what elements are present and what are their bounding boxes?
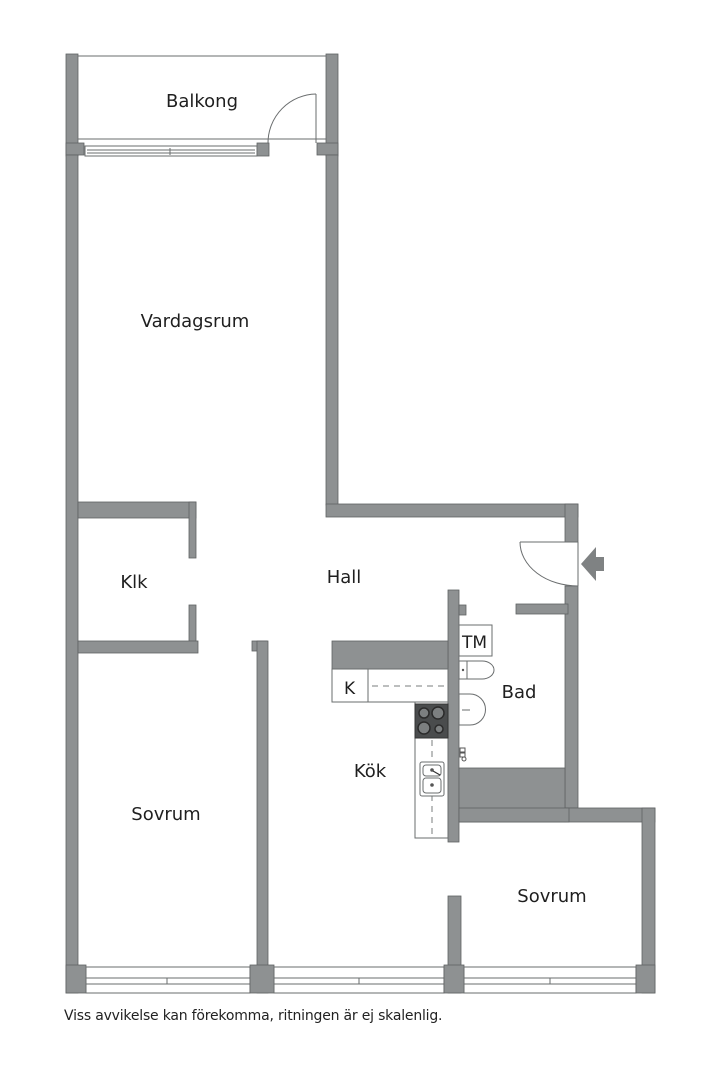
washbasin-icon xyxy=(458,693,486,726)
shower-icon xyxy=(459,747,467,762)
balcony-window xyxy=(84,145,258,157)
balcony-walls xyxy=(65,53,339,157)
room-label-klk: Klk xyxy=(120,572,148,593)
washing-machine-label: TM xyxy=(461,633,487,653)
room-label-sovrum-left: Sovrum xyxy=(131,804,200,825)
room-label-hall: Hall xyxy=(327,567,362,588)
room-label-sovrum-right: Sovrum xyxy=(517,886,586,907)
exterior-walls xyxy=(65,154,656,994)
disclaimer-text: Viss avvikelse kan förekomma, ritningen … xyxy=(64,1008,443,1024)
interior-walls xyxy=(77,501,570,994)
room-label-balkong: Balkong xyxy=(166,91,238,112)
sink-icon xyxy=(419,761,445,797)
room-label-vardagsrum: Vardagsrum xyxy=(141,311,250,332)
entry-door[interactable] xyxy=(519,541,579,587)
entrance-arrow-icon xyxy=(581,547,604,581)
stove-icon xyxy=(414,703,449,739)
bottom-windows xyxy=(65,964,656,994)
room-label-kok: Kök xyxy=(354,761,387,782)
fridge-label: K xyxy=(344,679,356,699)
toilet-icon xyxy=(458,660,495,680)
room-label-bad: Bad xyxy=(502,682,537,703)
washing-machine xyxy=(458,624,493,657)
balcony-door xyxy=(267,93,317,144)
